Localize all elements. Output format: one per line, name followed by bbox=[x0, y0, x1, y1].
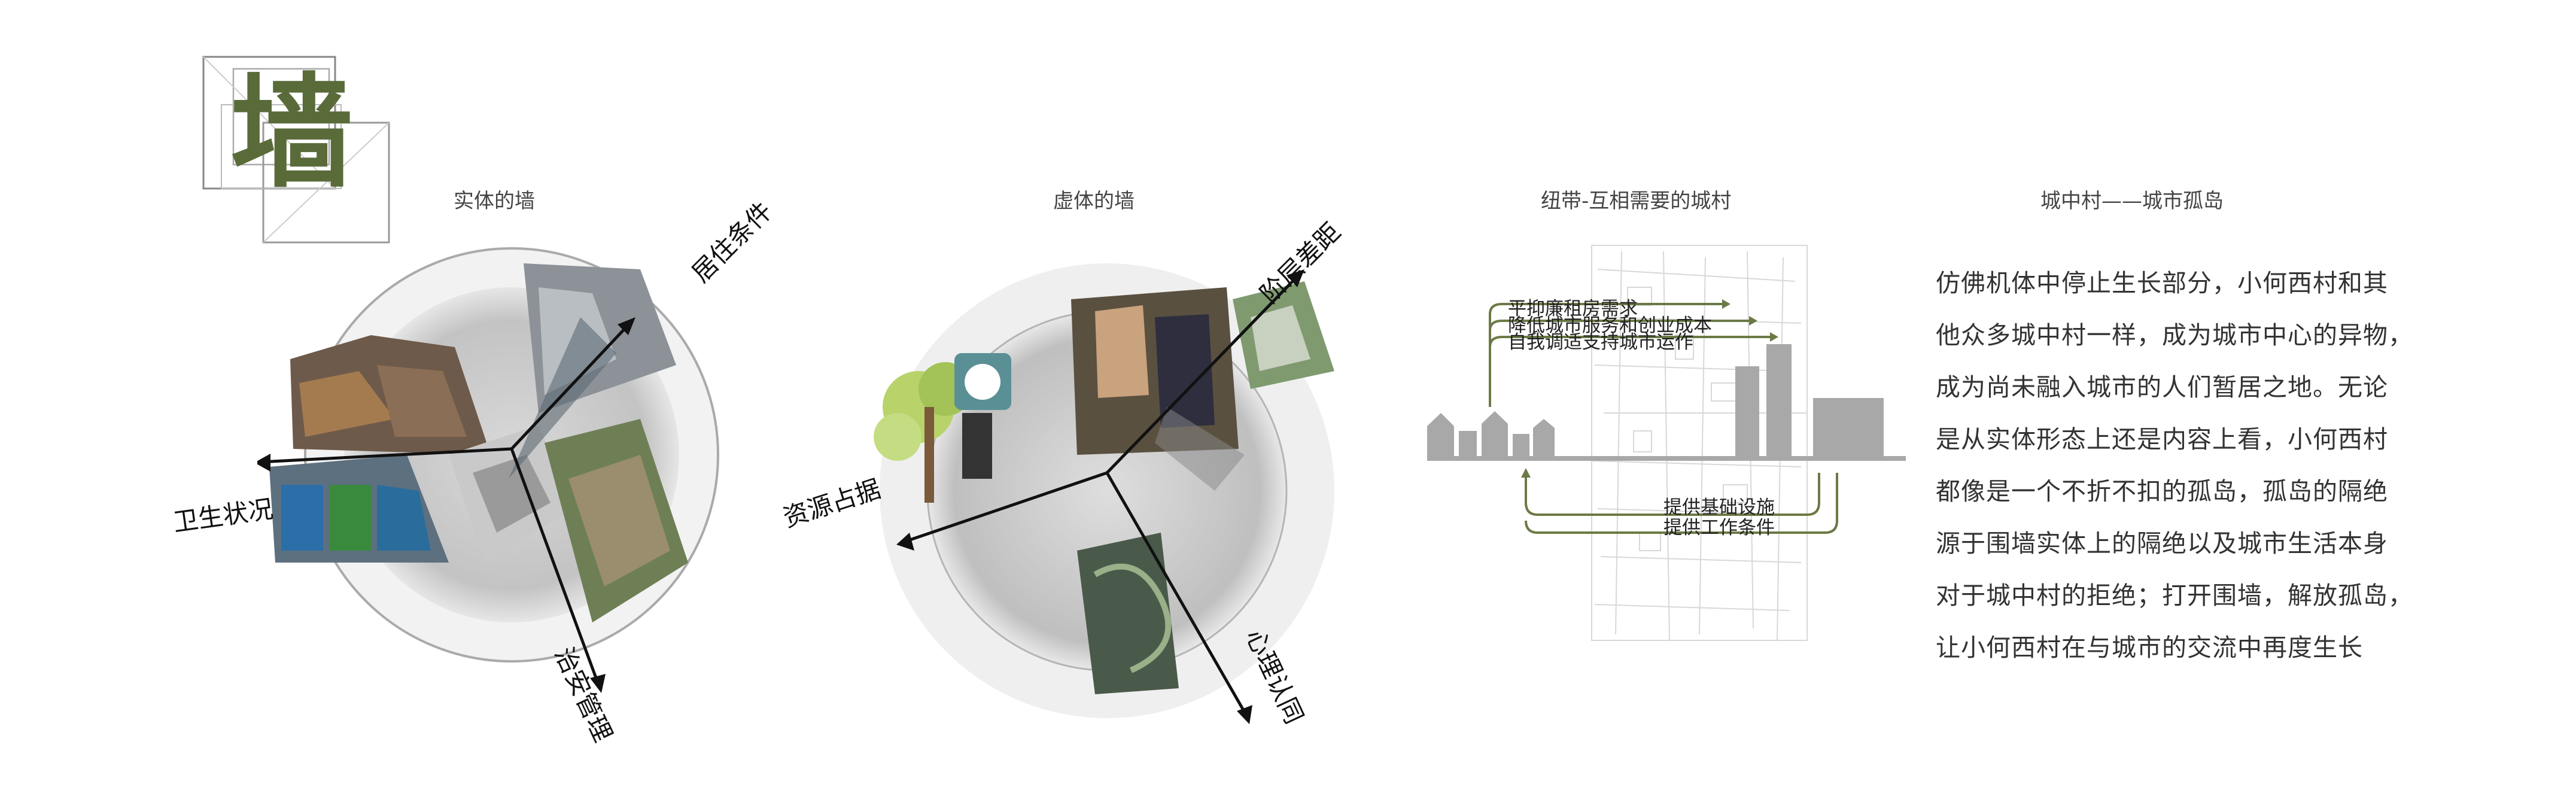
flow-top-1: 平抑廉租房需求 bbox=[1508, 298, 1638, 320]
physical-wall-title: 实体的墙 bbox=[454, 189, 535, 213]
paragraph-line: 是从实体形态上还是内容上看，小何西村 bbox=[1936, 425, 2388, 454]
paragraph-line: 源于围墙实体上的隔绝以及城市生活本身 bbox=[1936, 529, 2388, 558]
flow-bottom-2: 提供工作条件 bbox=[1663, 517, 1775, 539]
map-background bbox=[1591, 245, 1808, 641]
paragraph-line: 都像是一个不折不扣的孤岛，孤岛的隔绝 bbox=[1936, 477, 2388, 506]
village-houses bbox=[1427, 411, 1555, 456]
flow-top-3: 自我调适支持城市运作 bbox=[1508, 332, 1693, 353]
flow-top-2: 降低城市服务和创业成本 bbox=[1508, 315, 1712, 336]
wall-logo-frame bbox=[202, 56, 390, 244]
flow-bottom-1: 提供基础设施 bbox=[1663, 497, 1775, 518]
hydrant-icon bbox=[962, 413, 992, 479]
paragraph-line: 他众多城中村一样，成为城市中心的异物， bbox=[1936, 321, 2413, 350]
logo-character: 墙 bbox=[230, 61, 353, 205]
paragraph-line: 让小何西村在与城市的交流中再度生长 bbox=[1936, 633, 2363, 662]
paragraph-line: 成为尚未融入城市的人们暂居之地。无论 bbox=[1936, 373, 2388, 402]
city-buildings bbox=[1735, 344, 1884, 456]
bond-title: 纽带-互相需要的城村 bbox=[1541, 189, 1732, 213]
bond-diagram bbox=[1427, 245, 1906, 641]
island-paragraph: 仿佛机体中停止生长部分，小何西村和其 他众多城中村一样，成为城市中心的异物， 成… bbox=[1936, 257, 2510, 674]
virtual-wall-title: 虚体的墙 bbox=[1053, 189, 1135, 213]
virtual-wall-diagram bbox=[874, 263, 1334, 724]
ground-line bbox=[1427, 456, 1906, 461]
paragraph-line: 仿佛机体中停止生长部分，小何西村和其 bbox=[1936, 269, 2388, 297]
paragraph-line: 对于城中村的拒绝；打开围墙，解放孤岛， bbox=[1936, 581, 2413, 610]
island-title: 城中村——城市孤岛 bbox=[2040, 189, 2224, 213]
physical-wall-diagram bbox=[257, 247, 719, 693]
